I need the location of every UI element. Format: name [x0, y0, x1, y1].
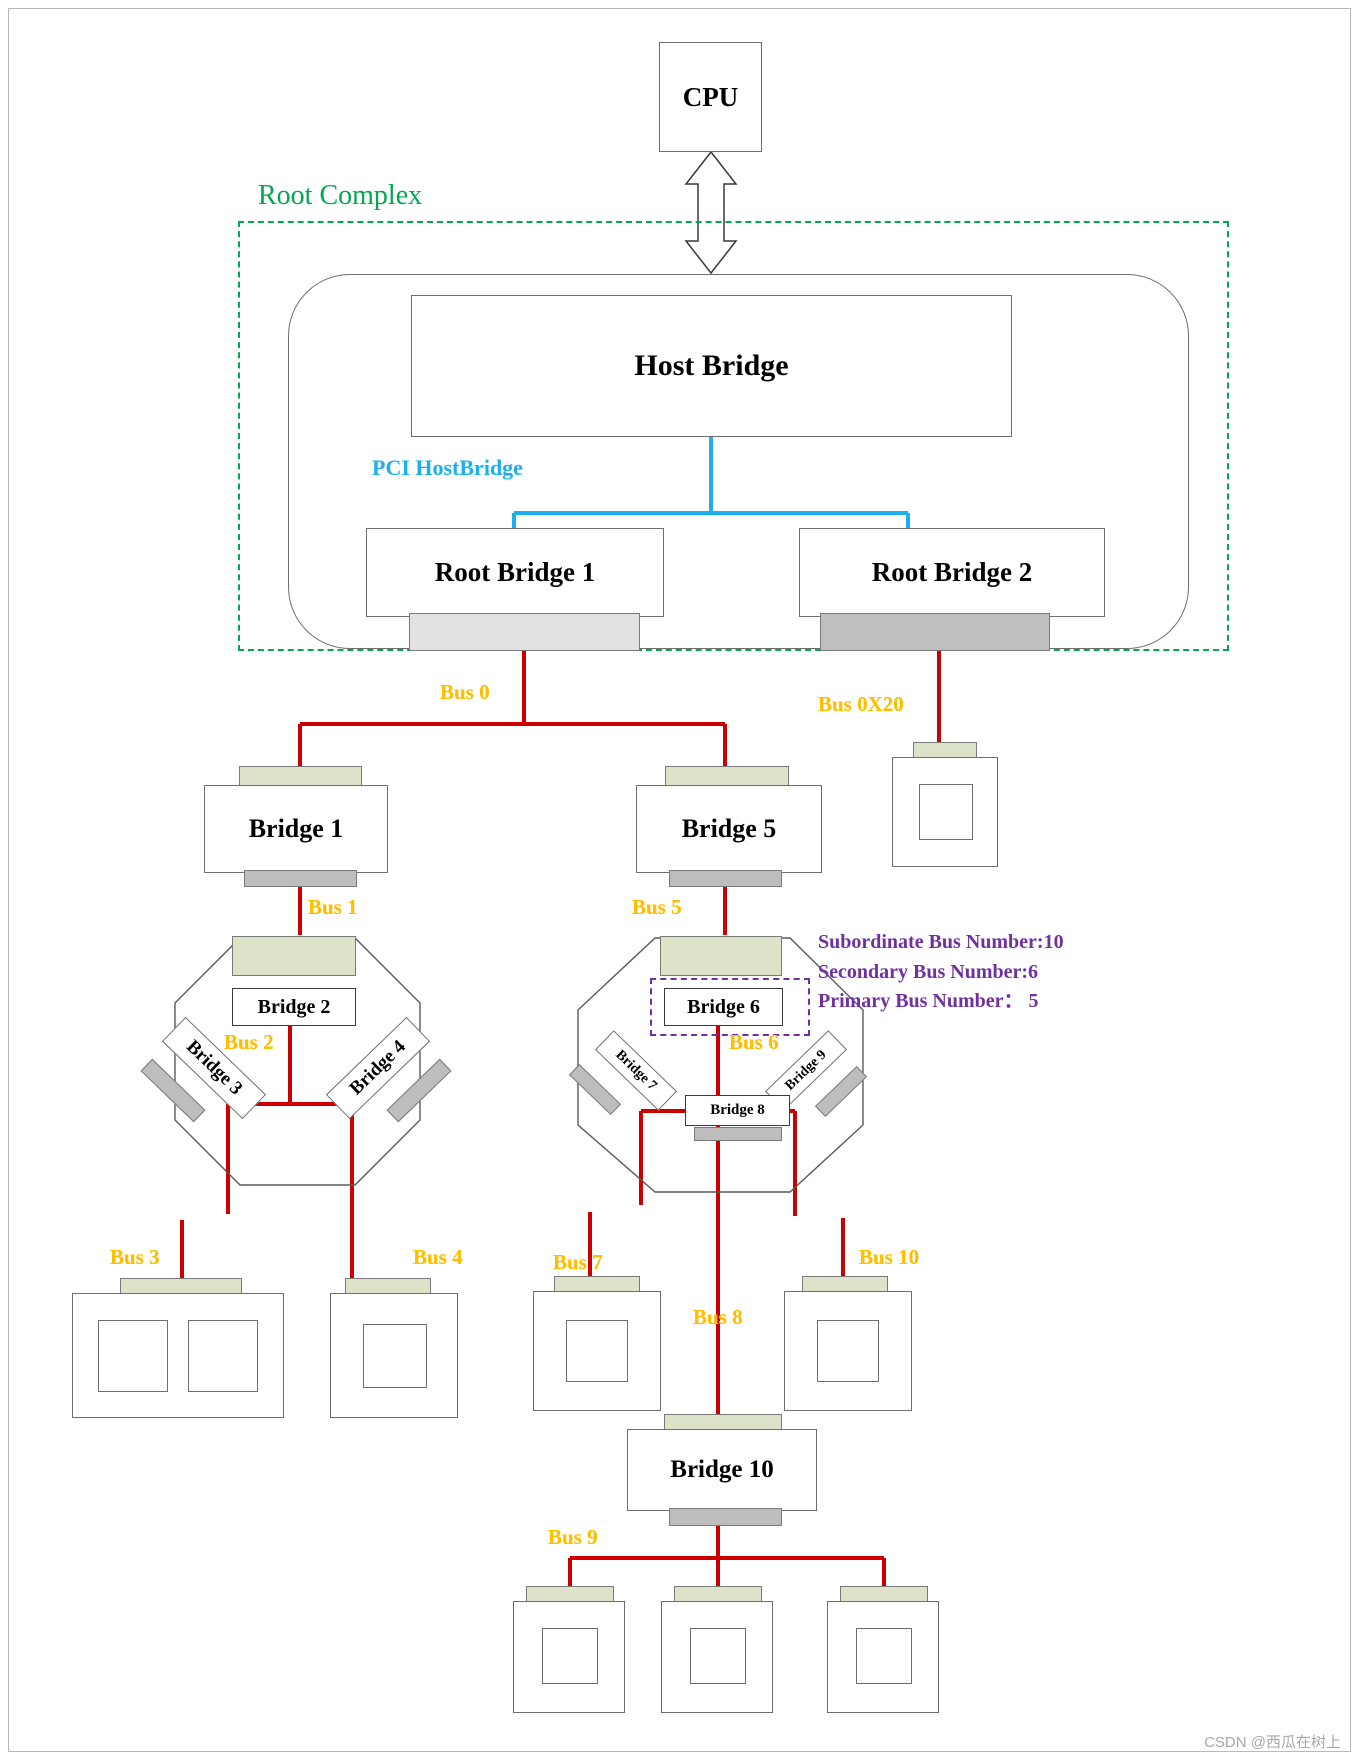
host-bridge-box[interactable]: Host Bridge	[411, 295, 1012, 437]
bridge-8-downstream-port	[694, 1127, 782, 1141]
endpoint-core	[817, 1320, 879, 1382]
bus-0-label: Bus 0	[440, 680, 490, 704]
endpoint-core	[690, 1628, 746, 1684]
bus-2-label: Bus 2	[224, 1030, 274, 1054]
bridge-8-label: Bridge 8	[710, 1101, 765, 1118]
bridge-10-downstream-port	[669, 1508, 782, 1526]
annotation-line-3: Primary Bus Number： 5	[818, 990, 1039, 1013]
bridge-1-label: Bridge 1	[248, 814, 344, 844]
root-bridge-1-port	[409, 613, 640, 651]
endpoint-core	[566, 1320, 628, 1382]
bridge-10-box[interactable]: Bridge 10	[627, 1429, 817, 1511]
bus-3-label: Bus 3	[110, 1245, 160, 1269]
bridge-6-upstream-port	[660, 936, 782, 976]
watermark-text: CSDN @西瓜在树上	[1204, 1734, 1341, 1751]
endpoint-bus0x20-port	[913, 742, 977, 758]
bus-4-label: Bus 4	[413, 1245, 463, 1269]
bus-7-label: Bus 7	[553, 1250, 603, 1274]
bus-8-label: Bus 8	[693, 1305, 743, 1329]
bridge-2-label: Bridge 2	[257, 995, 331, 1018]
bridge-5-label: Bridge 5	[681, 814, 777, 844]
root-bridge-2-box[interactable]: Root Bridge 2	[799, 528, 1105, 617]
bridge-2-upstream-port	[232, 936, 356, 976]
bridge-10-label: Bridge 10	[670, 1455, 774, 1483]
annotation-line-1: Subordinate Bus Number:10	[818, 931, 1064, 953]
cpu-box[interactable]: CPU	[659, 42, 762, 152]
bridge-6-label: Bridge 6	[687, 995, 760, 1018]
bus-10-label: Bus 10	[859, 1245, 920, 1269]
endpoint-bus4[interactable]	[330, 1293, 458, 1418]
endpoint-bus0x20[interactable]	[892, 757, 998, 867]
endpoint-core	[919, 784, 973, 840]
bridge-6-box[interactable]: Bridge 6	[664, 988, 783, 1026]
endpoint-bus7[interactable]	[533, 1291, 661, 1411]
endpoint-bus9-b[interactable]	[661, 1601, 773, 1713]
root-complex-boundary	[238, 221, 1229, 651]
bus-0x20-label: Bus 0X20	[818, 692, 904, 716]
bridge-1-downstream-port	[244, 870, 357, 887]
host-bridge-label: Host Bridge	[634, 349, 789, 383]
cpu-label: CPU	[682, 81, 739, 112]
bridge-2-box[interactable]: Bridge 2	[232, 988, 356, 1026]
bus-1-label: Bus 1	[308, 895, 358, 919]
bridge-5-downstream-port	[669, 870, 782, 887]
endpoint-core-a	[98, 1320, 168, 1392]
endpoint-core	[856, 1628, 912, 1684]
root-bridge-1-box[interactable]: Root Bridge 1	[366, 528, 664, 617]
root-complex-label: Root Complex	[258, 180, 423, 211]
endpoint-bus3[interactable]	[72, 1293, 284, 1418]
root-complex-chassis	[288, 274, 1189, 649]
bus-9-label: Bus 9	[548, 1525, 598, 1549]
root-bridge-2-label: Root Bridge 2	[871, 557, 1033, 588]
root-bridge-1-label: Root Bridge 1	[434, 557, 596, 588]
page-border	[8, 8, 1351, 1752]
bridge-6-highlight	[650, 978, 810, 1036]
endpoint-core	[542, 1628, 598, 1684]
annotation-line-2: Secondary Bus Number:6	[818, 960, 1039, 983]
endpoint-bus10[interactable]	[784, 1291, 912, 1411]
bus-5-label: Bus 5	[632, 895, 682, 919]
endpoint-core	[363, 1324, 427, 1388]
endpoint-core-b	[188, 1320, 258, 1392]
bridge-8-box[interactable]: Bridge 8	[685, 1095, 790, 1126]
root-bridge-2-port	[820, 613, 1050, 651]
bus-number-annotation: Subordinate Bus Number:10 Secondary Bus …	[818, 928, 1064, 1017]
endpoint-bus9-c[interactable]	[827, 1601, 939, 1713]
bridge-1-box[interactable]: Bridge 1	[204, 785, 388, 873]
bus-6-label: Bus 6	[729, 1030, 779, 1054]
endpoint-bus9-a[interactable]	[513, 1601, 625, 1713]
pci-hostbridge-label: PCI HostBridge	[372, 455, 523, 480]
bridge-5-box[interactable]: Bridge 5	[636, 785, 822, 873]
